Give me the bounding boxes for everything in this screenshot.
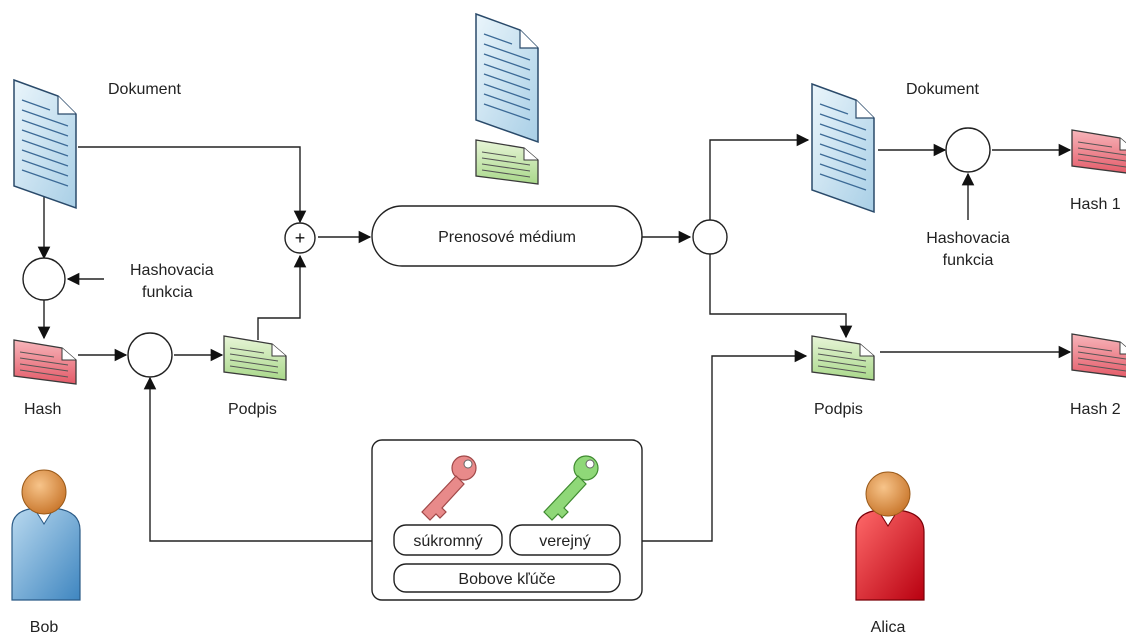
private-key-label: súkromný bbox=[413, 533, 482, 550]
flow-lines bbox=[37, 133, 1072, 542]
alice-signature-icon bbox=[811, 335, 875, 381]
combine-symbol: + bbox=[295, 228, 306, 248]
bob-document-icon bbox=[13, 79, 77, 209]
bob-label: Bob bbox=[30, 619, 59, 636]
split-node bbox=[692, 219, 728, 255]
hash1-icon bbox=[1071, 129, 1126, 175]
bob-hash-function-label-2: funkcia bbox=[142, 284, 193, 301]
transmitted-document-icon bbox=[475, 13, 539, 143]
bob-hash-function-node bbox=[22, 257, 66, 301]
hash2-icon bbox=[1071, 333, 1126, 379]
bob-hash-icon bbox=[13, 339, 77, 385]
bob-hash-function-label-1: Hashovacia bbox=[130, 262, 214, 279]
hash1-label: Hash 1 bbox=[1070, 196, 1121, 213]
bob-signature-icon bbox=[223, 335, 287, 381]
alice-person-icon bbox=[855, 471, 925, 601]
bob-person-icon bbox=[11, 469, 81, 601]
alice-document-icon bbox=[811, 83, 875, 213]
combine-node bbox=[284, 222, 316, 254]
transmission-medium bbox=[371, 205, 643, 267]
transmitted-signature-icon bbox=[475, 139, 539, 185]
private-key-box bbox=[393, 524, 503, 556]
alice-signature-label: Podpis bbox=[814, 401, 863, 418]
alice-hash-function-label-2: funkcia bbox=[943, 252, 994, 269]
bob-document-label: Dokument bbox=[108, 81, 181, 98]
alice-label: Alica bbox=[871, 619, 906, 636]
keys-caption-label: Bobove kľúče bbox=[458, 571, 555, 588]
keys-caption-box bbox=[393, 563, 621, 593]
bob-signature-label: Podpis bbox=[228, 401, 277, 418]
public-key-box bbox=[509, 524, 621, 556]
alice-hash-function-node bbox=[945, 127, 991, 173]
public-key-label: verejný bbox=[539, 533, 591, 550]
signing-node bbox=[127, 332, 173, 378]
transmission-medium-label: Prenosové médium bbox=[438, 229, 576, 246]
alice-document-label: Dokument bbox=[906, 81, 979, 98]
alice-hash-function-label-1: Hashovacia bbox=[926, 230, 1010, 247]
hash2-label: Hash 2 bbox=[1070, 401, 1121, 418]
bob-hash-label: Hash bbox=[24, 401, 61, 418]
